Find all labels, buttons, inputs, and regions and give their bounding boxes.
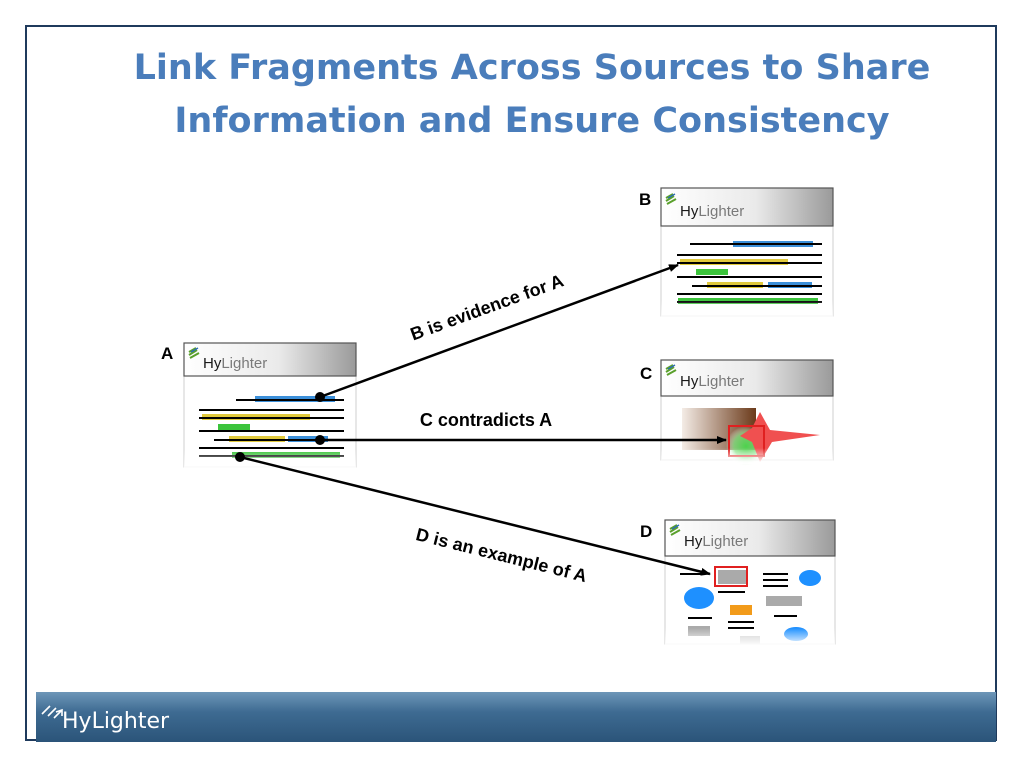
relation-label-b-evidence: B is evidence for A [408, 270, 566, 344]
document-d: HyLighter [664, 519, 836, 646]
slide-title-line2: Information and Ensure Consistency [174, 101, 890, 141]
doc-b-header [660, 187, 834, 227]
doc-b-letter: B [639, 190, 652, 209]
doc-b-logo-hy: HyLighter [680, 203, 744, 220]
relation-label-c-contradicts: C contradicts A [420, 410, 552, 430]
footer-logo-text: HyLighter [62, 709, 170, 734]
hylighter-logo-icon [188, 347, 200, 359]
connector-a-b [315, 263, 679, 402]
document-b: HyLighter [660, 187, 834, 320]
document-c: HyLighter [660, 359, 834, 466]
footer-bar [36, 692, 996, 742]
hylighter-footer-logo-icon [41, 705, 63, 719]
doc-c-header [660, 359, 834, 397]
doc-d-header [664, 519, 836, 557]
connector-a-d [235, 452, 711, 576]
doc-c-letter: C [640, 364, 653, 383]
document-a: HyLighter [183, 342, 357, 470]
hylighter-logo-icon [665, 364, 677, 376]
doc-a-letter: A [161, 344, 174, 363]
connector-a-c [315, 435, 727, 445]
doc-a-header [183, 342, 357, 377]
slide-title-line1: Link Fragments Across Sources to Share [133, 48, 931, 88]
hylighter-logo-icon [669, 524, 681, 536]
doc-d-logo-hy: HyLighter [684, 533, 748, 550]
hylighter-logo-icon [665, 193, 677, 205]
doc-c-logo-hy: HyLighter [680, 373, 744, 390]
doc-d-letter: D [640, 522, 653, 541]
relation-label-d-example: D is an example of A [414, 524, 589, 586]
selection-marker [714, 566, 748, 587]
doc-a-logo-hy: HyLighter [203, 355, 267, 372]
